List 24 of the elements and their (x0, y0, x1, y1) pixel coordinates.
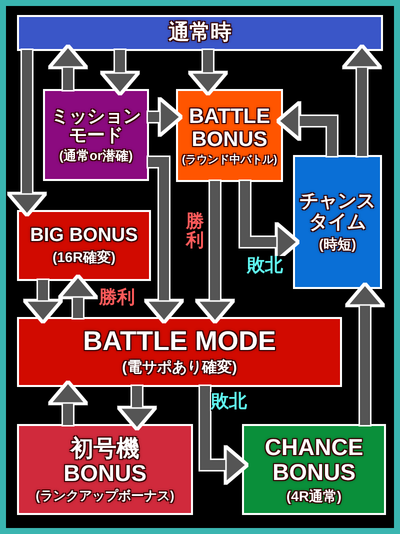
arrow (148, 99, 181, 135)
arrow (190, 50, 226, 94)
arrow (9, 50, 45, 215)
arrow (200, 386, 247, 483)
state-box: ミッションモード (通常or潜確) (43, 89, 149, 181)
state-box: BATTLE BONUS (ラウンド中バトル) (176, 89, 283, 182)
state-box: CHANCE BONUS (4R通常) (242, 424, 386, 515)
edge-label: 勝利 (186, 212, 206, 250)
arrow (50, 46, 86, 90)
arrow (102, 50, 138, 94)
arrow (278, 103, 337, 156)
state-box: BATTLE MODE (電サポあり確変) (17, 317, 342, 387)
arrow (50, 382, 86, 425)
arrow (60, 276, 96, 318)
arrow (119, 386, 155, 429)
state-box: 初号機BONUS (ランクアップボーナス) (17, 424, 193, 515)
arrow (197, 181, 233, 322)
state-box: 通常時 (17, 15, 383, 51)
state-box: BIG BONUS (16R確変) (17, 210, 151, 281)
arrow (146, 157, 182, 322)
state-box: チャンスタイム (時短) (293, 155, 382, 289)
arrow (344, 46, 380, 156)
arrow (347, 284, 383, 425)
arrow (25, 280, 61, 322)
